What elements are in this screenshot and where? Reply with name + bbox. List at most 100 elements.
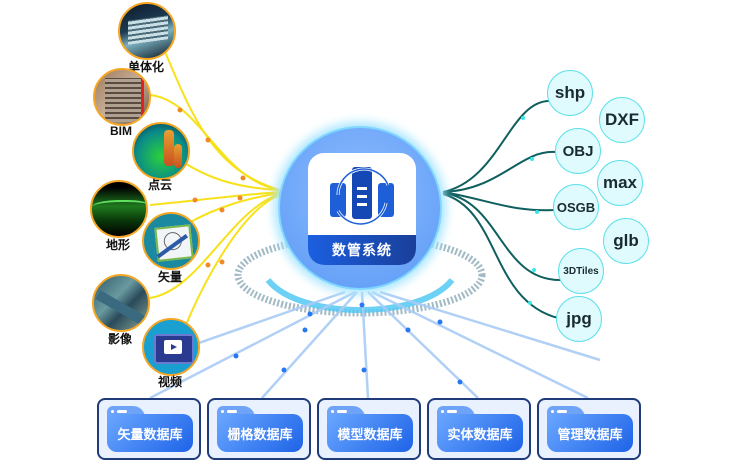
format-bubble-obj[interactable]: OBJ (555, 128, 601, 174)
database-vector[interactable]: 矢量数据库 (97, 398, 201, 460)
connector-db-7 (379, 290, 601, 362)
satellite-image-icon (95, 290, 148, 328)
format-bubble-3dtiles[interactable]: 3DTiles (558, 248, 604, 294)
source-label: 地形 (105, 238, 130, 252)
source-thumb-video[interactable] (142, 318, 200, 376)
database-entity[interactable]: 实体数据库 (427, 398, 531, 460)
connector-source-3 (179, 159, 281, 191)
flow-dot (205, 262, 211, 268)
flow-dot (192, 197, 198, 203)
folder-dash (447, 410, 457, 413)
format-bubble-glb[interactable]: glb (603, 218, 649, 264)
database-label: 矢量数据库 (107, 414, 193, 452)
connector-db-5 (371, 290, 589, 400)
source-label: 影像 (107, 332, 132, 346)
source-thumb-point-cloud[interactable] (132, 122, 190, 180)
source-label: BIM (110, 124, 132, 138)
point-cloud-bar (174, 144, 182, 168)
connector-format-shp (442, 99, 551, 193)
flow-dot (219, 259, 225, 265)
flow-dot (219, 207, 225, 213)
video-icon (154, 334, 194, 364)
source-connectors (149, 39, 281, 326)
play-icon (171, 344, 177, 350)
source-thumb-imagery[interactable] (92, 274, 150, 332)
format-bubble-shp[interactable]: shp (547, 70, 593, 116)
connector-format-jpg (442, 193, 559, 319)
source-connector-dots (177, 107, 246, 268)
flow-dot (457, 379, 463, 385)
folder-dash (337, 410, 347, 413)
vector-pen-icon (154, 224, 194, 262)
terrain-icon (92, 200, 146, 214)
dashed-ring (234, 233, 486, 317)
database-label: 栅格数据库 (217, 414, 303, 452)
format-bubble-osgb[interactable]: OSGB (553, 184, 599, 230)
glow-arc (265, 277, 455, 313)
database-connector-dots (233, 302, 463, 385)
flow-dot (359, 302, 365, 308)
database-sync-icon (330, 167, 394, 226)
bim-building-icon (105, 78, 144, 122)
flow-dot (532, 268, 536, 272)
hub-title: 数管系统 (308, 235, 416, 265)
database-label: 模型数据库 (327, 414, 413, 452)
format-connector-dots (521, 116, 539, 305)
hub-card: 数管系统 (308, 153, 416, 265)
source-thumb-vector[interactable] (142, 212, 200, 270)
connector-db-3 (360, 291, 370, 399)
source-label: 单体化 (127, 60, 164, 74)
connector-source-6 (149, 193, 281, 299)
folder-dash (227, 410, 237, 413)
flow-dot (521, 116, 525, 120)
flow-dot (240, 175, 246, 181)
source-thumb-terrain[interactable] (90, 180, 148, 238)
source-label: 矢量 (157, 270, 182, 284)
source-label: 点云 (147, 178, 172, 192)
database-raster[interactable]: 栅格数据库 (207, 398, 311, 460)
folder-dot (331, 410, 334, 413)
folder-dash (117, 410, 127, 413)
building-model-icon (128, 15, 168, 45)
flow-dot (530, 157, 534, 161)
connector-source-5 (184, 192, 281, 226)
database-label: 管理数据库 (547, 414, 633, 452)
flow-dot (528, 301, 532, 305)
database-label: 实体数据库 (437, 414, 523, 452)
flow-dot (233, 353, 239, 359)
format-bubble-max[interactable]: max (597, 160, 643, 206)
connector-source-4 (149, 191, 281, 206)
flow-dot (405, 327, 411, 333)
folder-dash (557, 410, 567, 413)
flow-dot (281, 367, 287, 373)
connector-db-1 (149, 290, 356, 400)
connector-source-2 (149, 94, 281, 191)
database-model[interactable]: 模型数据库 (317, 398, 421, 460)
format-bubble-jpg[interactable]: jpg (556, 296, 602, 342)
connector-format-obj (442, 150, 556, 193)
flow-dot (535, 210, 539, 214)
folder-dot (111, 410, 114, 413)
point-cloud-icon (164, 130, 174, 166)
flow-dot (177, 107, 183, 113)
flow-dot (437, 319, 443, 325)
database-management[interactable]: 管理数据库 (537, 398, 641, 460)
central-hub[interactable]: 数管系统 (278, 126, 442, 290)
source-thumb-single-building[interactable] (118, 2, 176, 60)
folder-dot (551, 410, 554, 413)
format-bubble-dxf[interactable]: DXF (599, 97, 645, 143)
flow-dot (237, 195, 243, 201)
connector-db-2 (261, 291, 358, 399)
connector-format-osgb (442, 191, 557, 212)
flow-dot (307, 311, 313, 317)
connector-source-7 (185, 194, 281, 326)
format-connectors (442, 99, 561, 319)
flow-dot (302, 327, 308, 333)
connector-format-3dtiles (442, 192, 561, 281)
source-thumb-bim[interactable] (93, 68, 151, 126)
folder-dot (221, 410, 224, 413)
folder-dot (441, 410, 444, 413)
flow-dot (205, 137, 211, 143)
source-label: 视频 (157, 375, 182, 389)
